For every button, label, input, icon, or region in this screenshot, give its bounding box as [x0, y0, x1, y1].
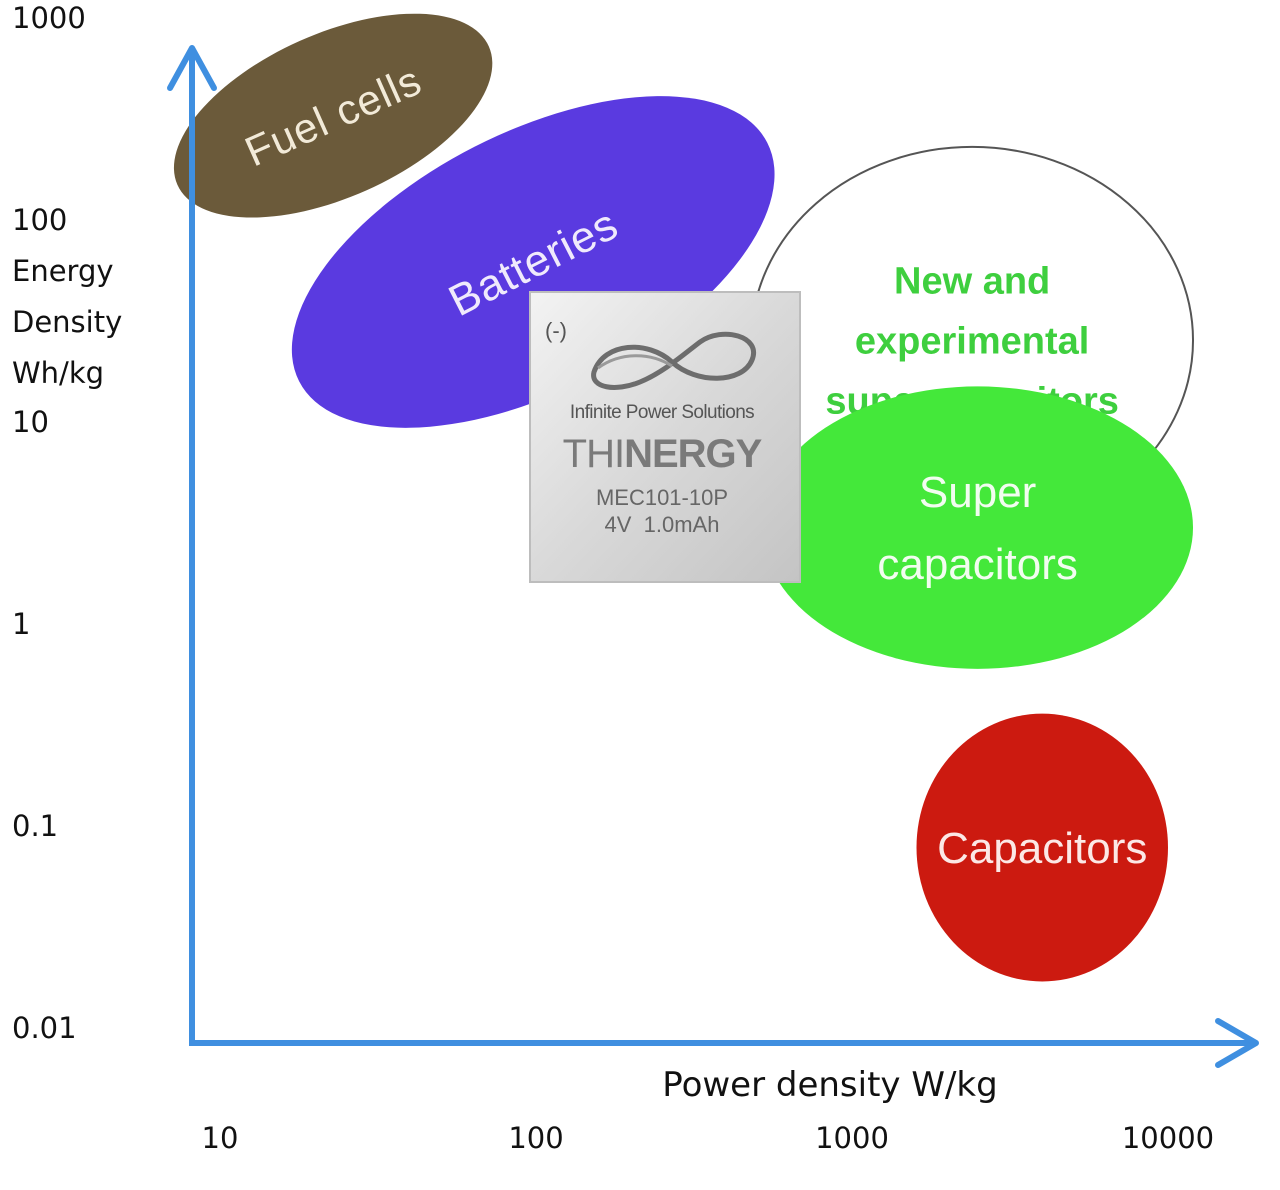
y-axis-label-line: Wh/kg — [12, 356, 104, 390]
x-tick-labels: 10 100 1000 10000 — [202, 1121, 1215, 1155]
chip-polarity: (-) — [545, 318, 567, 343]
x-tick-label: 100 — [508, 1121, 563, 1155]
y-tick-label: 1000 — [12, 1, 86, 35]
y-tick-label: 0.01 — [12, 1011, 77, 1045]
y-axis-arrow — [167, 45, 217, 91]
region-shape — [173, 13, 493, 218]
region-super-capacitors: Super capacitors — [762, 386, 1194, 669]
region-label: Super — [919, 468, 1036, 517]
y-tick-label: 10 — [12, 405, 49, 439]
y-axis-label-line: Energy — [12, 254, 114, 288]
region-label: capacitors — [877, 540, 1078, 589]
region-label: experimental — [855, 321, 1089, 363]
chip-name-bold: NERGY — [624, 432, 763, 476]
x-tick-label: 10 — [202, 1121, 239, 1155]
region-capacitors: Capacitors — [916, 713, 1168, 982]
y-tick-label: 0.1 — [12, 809, 58, 843]
chip-product-name: THINERGY — [563, 432, 763, 476]
region-shape — [916, 713, 1168, 982]
chip-model: MEC101-10P — [596, 485, 728, 510]
x-tick-label: 10000 — [1122, 1121, 1214, 1155]
region-label: New and — [894, 261, 1050, 303]
thinergy-chip: (-) Infinite Power Solutions THINERGY ME… — [529, 291, 801, 583]
region-label: Capacitors — [937, 824, 1147, 873]
x-tick-label: 1000 — [815, 1121, 889, 1155]
chip-brand: Infinite Power Solutions — [570, 402, 754, 423]
y-axis-label: Energy Density Wh/kg — [12, 254, 122, 390]
y-axis-label-line: Density — [12, 305, 122, 339]
y-tick-label: 1 — [12, 607, 30, 641]
region-shape — [762, 386, 1194, 669]
y-tick-labels: 1000 100 10 1 0.1 0.01 — [12, 1, 86, 1045]
region-shape — [291, 96, 775, 428]
chip-name-light: THI — [563, 432, 624, 476]
infinity-logo-swoosh — [597, 354, 673, 370]
infinity-logo-icon — [591, 331, 757, 390]
axes — [167, 45, 1259, 1068]
chip-body — [529, 291, 801, 583]
x-axis-arrow — [1215, 1018, 1259, 1068]
y-tick-label: 100 — [12, 203, 67, 237]
region-fuel-cells: Fuel cells — [173, 13, 493, 218]
x-axis-label: Power density W/kg — [662, 1065, 997, 1105]
chip-rating: 4V 1.0mAh — [605, 512, 720, 537]
